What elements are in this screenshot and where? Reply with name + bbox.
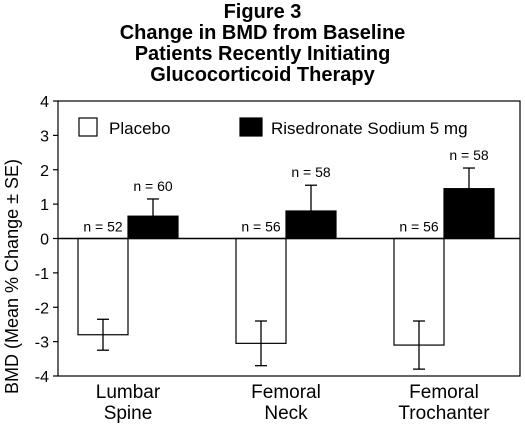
category-label: Trochanter — [398, 403, 490, 424]
title-line-2: Change in BMD from Baseline — [119, 22, 406, 44]
n-label: n = 56 — [241, 219, 281, 235]
y-tick-label: 0 — [40, 232, 49, 249]
y-axis-label: BMD (Mean % Change ± SE) — [2, 159, 22, 394]
n-label: n = 58 — [449, 147, 489, 163]
category-label: Spine — [104, 403, 153, 424]
n-label: n = 52 — [83, 219, 123, 235]
title-line-1: Figure 3 — [223, 1, 302, 23]
y-tick-label: -3 — [35, 335, 49, 352]
y-tick-label: 1 — [40, 197, 49, 214]
n-label: n = 60 — [133, 178, 173, 194]
bars — [77, 188, 495, 346]
n-label: n = 58 — [291, 164, 331, 180]
n-labels: n = 52 n = 56 n = 56 n = 60 n = 58 n = 58 — [83, 147, 489, 234]
y-tick-label: -2 — [35, 300, 49, 317]
category-label: Lumbar — [96, 382, 161, 403]
y-tick-label: 2 — [40, 163, 49, 180]
n-label: n = 56 — [399, 219, 439, 235]
y-tick-label: -1 — [35, 266, 49, 283]
category-label: Neck — [264, 403, 308, 424]
title-line-3: Patients Recently Initiating — [134, 43, 391, 65]
legend-label-placebo: Placebo — [109, 119, 170, 138]
y-tick-label: 4 — [40, 94, 49, 111]
legend-swatch-placebo — [78, 117, 98, 137]
category-label: Femoral — [251, 382, 321, 403]
chart-title: Figure 3 Change in BMD from Baseline Pat… — [0, 2, 525, 86]
title-line-4: Glucocorticoid Therapy — [150, 64, 375, 86]
plot-frame — [57, 100, 521, 377]
legend: Placebo Risedronate Sodium 5 mg — [78, 117, 468, 138]
error-bars — [97, 167, 475, 370]
y-axis-ticks: 4 3 2 1 0 -1 -2 -3 -4 — [35, 94, 58, 386]
legend-swatch-risedronate — [239, 117, 263, 137]
y-tick-label: -4 — [35, 369, 49, 386]
y-tick-label: 3 — [40, 128, 49, 145]
legend-label-risedronate: Risedronate Sodium 5 mg — [271, 119, 468, 138]
category-label: Femoral — [409, 382, 479, 403]
